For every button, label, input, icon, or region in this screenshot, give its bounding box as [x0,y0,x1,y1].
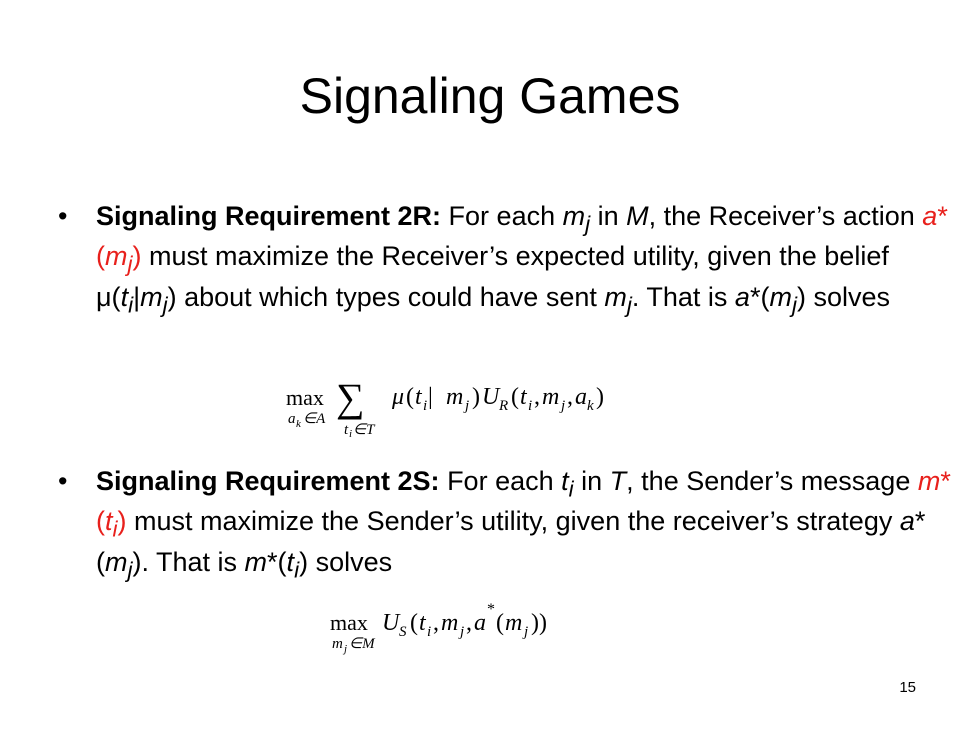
svg-text:∈T: ∈T [353,422,376,438]
svg-text:t: t [419,610,427,636]
page-number: 15 [899,679,916,696]
svg-text:j: j [522,624,528,640]
svg-text:m: m [542,384,559,410]
svg-text:a: a [474,610,486,636]
svg-text:m: m [446,384,463,410]
svg-text:,: , [567,384,573,410]
svg-text:m: m [332,636,343,652]
svg-text:U: U [382,610,401,636]
requirement-heading: Signaling Requirement 2R: [96,201,442,231]
bullet-marker: • [58,466,68,496]
svg-text:a: a [288,411,296,427]
svg-text:j: j [458,624,464,640]
svg-text:m: m [441,610,458,636]
svg-text:): ) [596,384,604,410]
svg-text:m: m [505,610,522,636]
svg-text:t: t [520,384,528,410]
max-operator: max [330,610,368,635]
svg-text:t: t [415,384,423,410]
svg-text:t: t [344,422,349,438]
svg-text:∈M: ∈M [349,636,376,652]
svg-text:j: j [463,398,469,414]
svg-text:k: k [296,418,302,430]
svg-text:S: S [399,624,407,640]
slide-title: Signaling Games [299,68,681,124]
bullet-requirement-2s: Signaling Requirement 2S: For each ti in… [96,466,951,583]
bullet-marker: • [58,201,68,231]
svg-text:i: i [427,624,431,640]
svg-text:)): )) [531,610,547,636]
svg-text:i: i [349,428,352,438]
svg-text:(: ( [410,610,418,636]
highlighted-action: a*(mj) [96,201,948,277]
svg-text:(: ( [406,384,414,410]
svg-text:U: U [482,384,501,410]
svg-text:): ) [472,384,480,410]
svg-text:∈A: ∈A [303,411,326,427]
svg-text:i: i [423,398,427,414]
svg-text:*: * [487,601,495,618]
sum-symbol: ∑ [336,378,365,420]
svg-text:|: | [428,384,433,410]
svg-text:j: j [559,398,565,414]
highlighted-message: m*(ti) [96,466,951,542]
svg-text:(: ( [511,384,519,410]
svg-text:(: ( [496,610,504,636]
svg-text:,: , [433,610,439,636]
svg-text:,: , [534,384,540,410]
formula-2s: max m j ∈M U S ( t i , m j , a * ( m j )… [330,601,547,655]
svg-text:μ: μ [391,384,404,410]
svg-text:R: R [498,398,508,414]
svg-text:j: j [342,643,347,655]
requirement-heading: Signaling Requirement 2S: [96,466,440,496]
formula-2r: max a k ∈A ∑ t i ∈T μ ( t i | m j ) U R … [286,378,604,438]
svg-text:a: a [575,384,587,410]
bullet-requirement-2r: Signaling Requirement 2R: For each mj in… [96,201,948,318]
max-operator: max [286,385,324,410]
svg-text:k: k [587,398,594,414]
svg-text:i: i [528,398,532,414]
svg-text:,: , [466,610,472,636]
